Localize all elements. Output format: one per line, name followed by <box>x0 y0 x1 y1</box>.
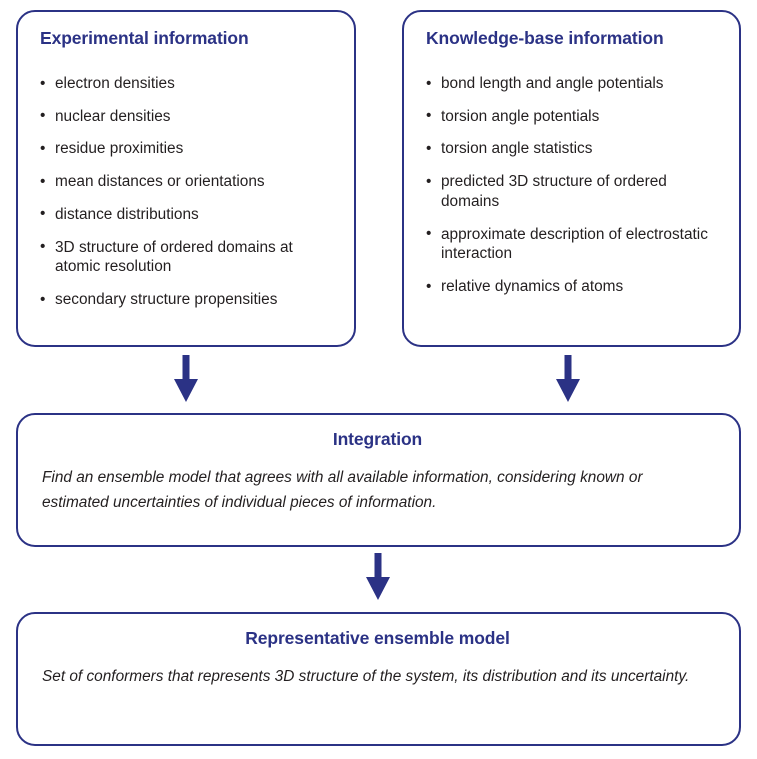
list-item: predicted 3D structure of ordered domain… <box>426 172 729 211</box>
node-knowledge-title: Knowledge-base information <box>426 28 664 48</box>
list-item: relative dynamics of atoms <box>426 277 729 297</box>
list-item: electron densities <box>40 74 337 94</box>
list-item: torsion angle statistics <box>426 139 729 159</box>
node-integration-title: Integration <box>332 429 423 449</box>
list-item: residue proximities <box>40 139 337 159</box>
list-item: secondary structure propensities <box>40 290 337 310</box>
node-experimental-title: Experimental information <box>40 28 249 48</box>
list-item: mean distances or orientations <box>40 172 337 192</box>
list-item: 3D structure of ordered domains at atomi… <box>40 237 337 277</box>
node-integration: Integration Find an ensemble model that … <box>16 413 741 547</box>
list-item: bond length and angle potentials <box>426 74 729 94</box>
node-knowledge-base-information: Knowledge-base information bond length a… <box>402 10 741 347</box>
list-item: torsion angle potentials <box>426 106 729 127</box>
node-knowledge-list: bond length and angle potentials torsion… <box>426 74 729 297</box>
node-representative-ensemble-model: Representative ensemble model Set of con… <box>16 612 741 746</box>
list-item: nuclear densities <box>40 106 337 127</box>
node-experimental-information: Experimental information electron densit… <box>16 10 356 347</box>
node-experimental-list: electron densities nuclear densities res… <box>40 74 337 310</box>
node-integration-body: Find an ensemble model that agrees with … <box>42 469 643 511</box>
list-item: approximate description of electrostatic… <box>426 224 729 264</box>
node-representative-title: Representative ensemble model <box>245 628 510 648</box>
arrow-down-icon <box>365 553 391 606</box>
node-representative-body: Set of conformers that represents 3D str… <box>42 668 690 685</box>
arrow-down-icon <box>173 355 199 408</box>
arrow-down-icon <box>555 355 581 408</box>
list-item: distance distributions <box>40 204 337 225</box>
